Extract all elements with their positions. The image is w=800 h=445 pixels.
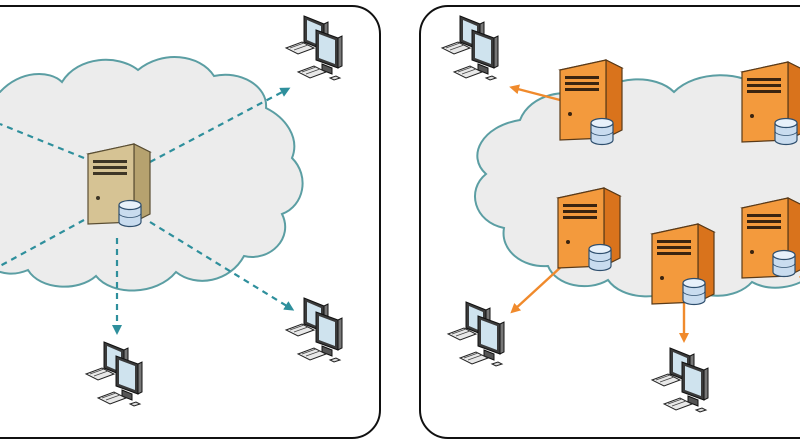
orange-links [509,84,800,343]
link-to-bottom-right [149,221,295,311]
panel-distributed [419,5,800,439]
dashed-links [0,87,295,335]
link-to-left-bottom [0,219,85,267]
cloud [474,74,800,298]
database-icon [590,117,614,146]
panel-centralized [0,5,381,439]
link-to-bottom-left [510,265,563,314]
link-to-left-top [0,122,85,160]
database-icon [588,243,612,272]
cloud [0,56,304,292]
database-icon [772,249,796,278]
database-icon [118,199,142,228]
database-icon [774,117,798,146]
link-to-top-right [149,87,291,163]
database-icon [682,277,706,306]
link-to-top-left [509,84,561,102]
